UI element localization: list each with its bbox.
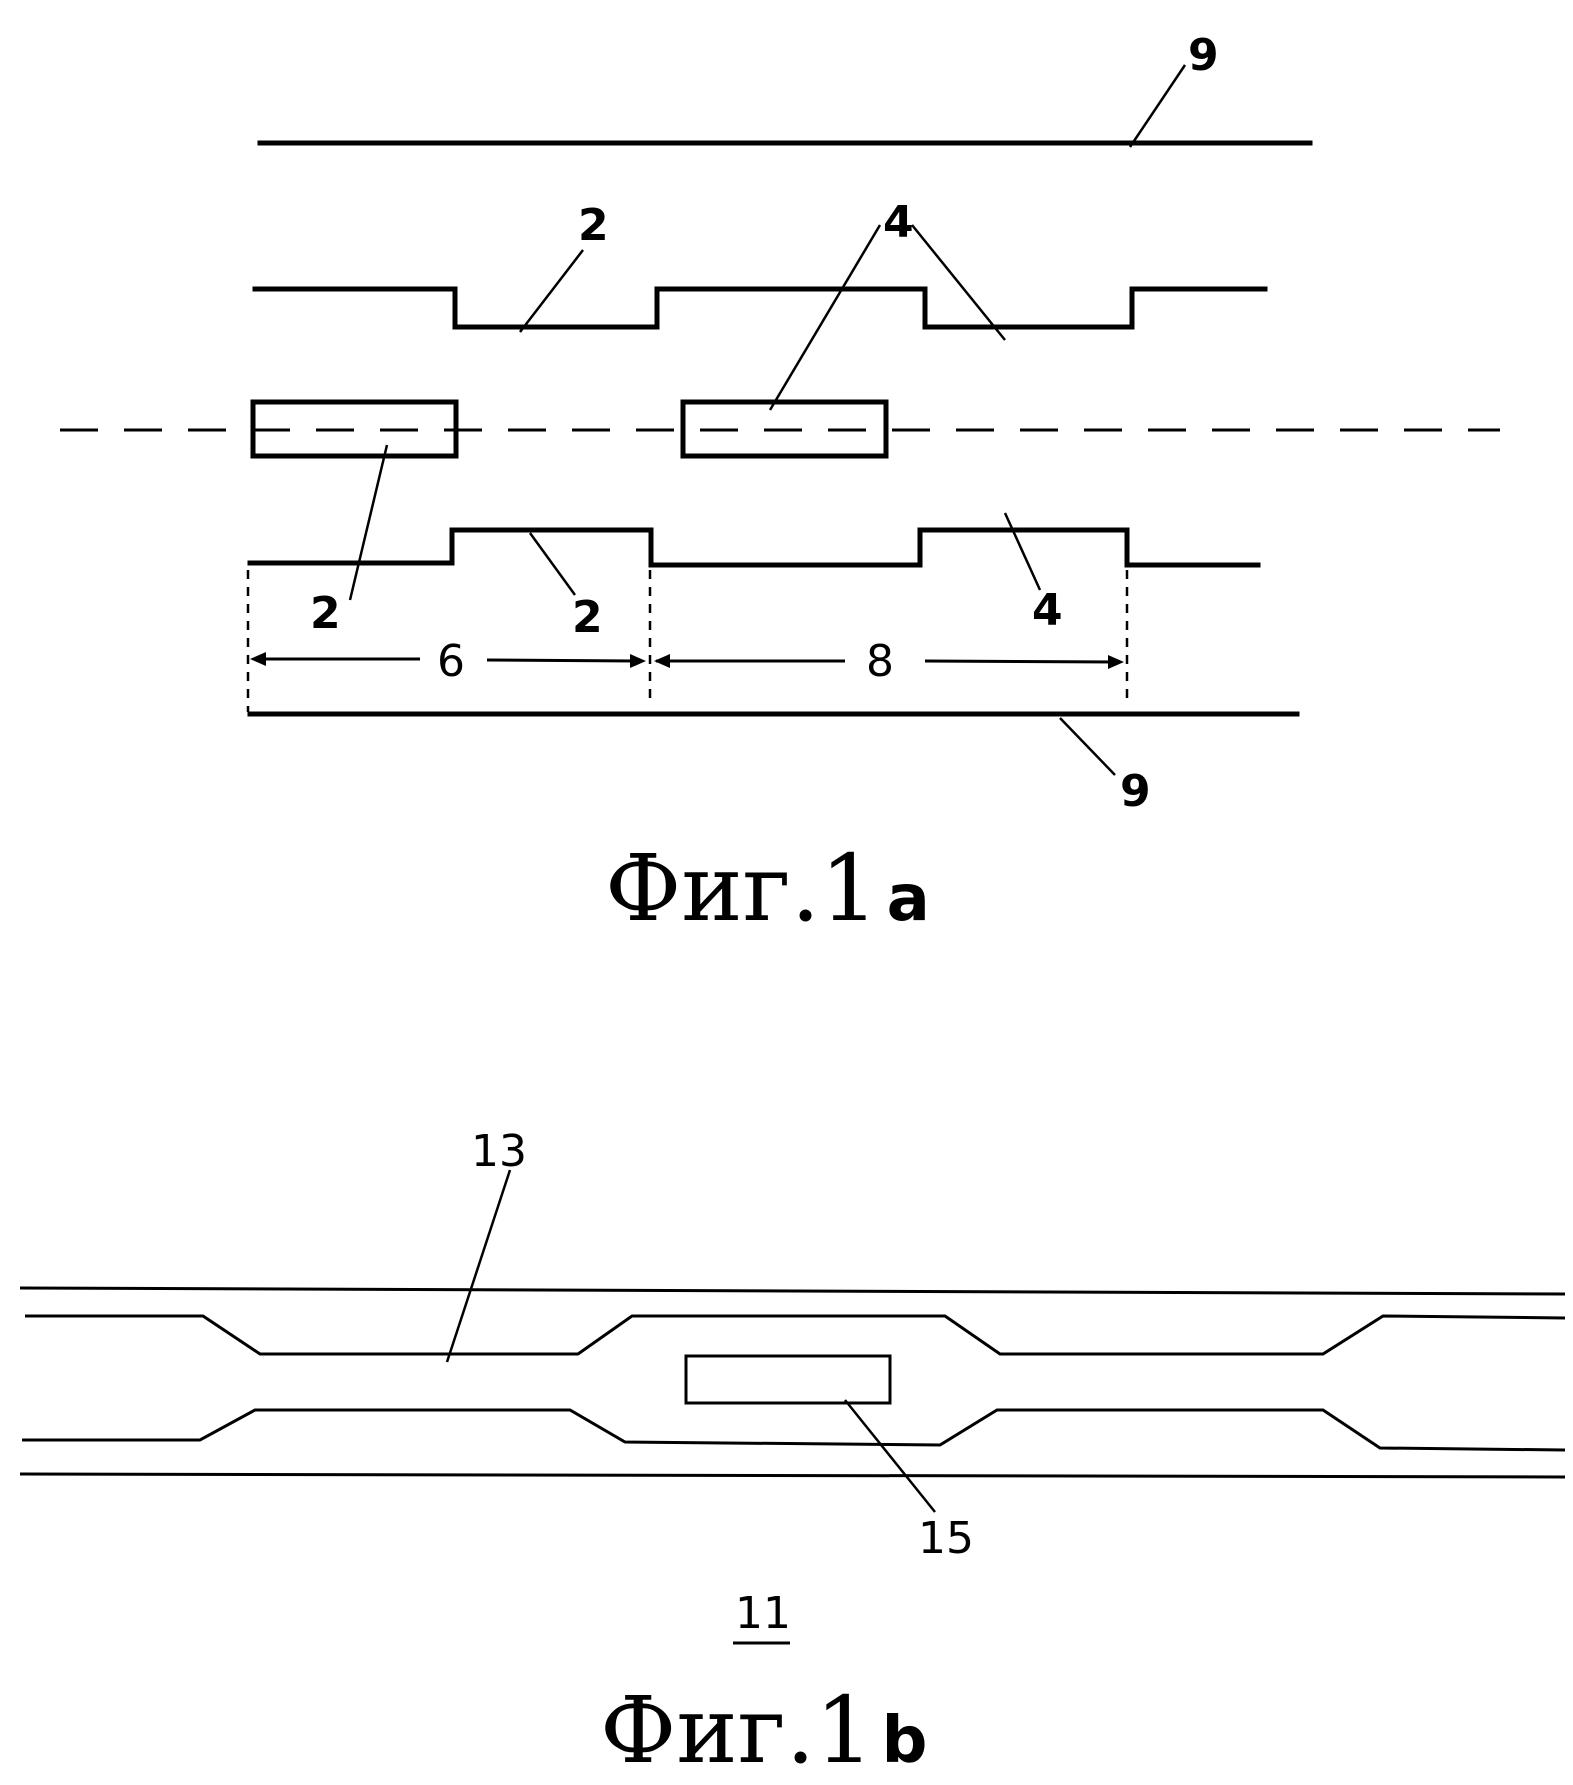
leader-15 bbox=[845, 1400, 935, 1512]
figure-1a-caption-suffix: a bbox=[887, 862, 930, 936]
label-9-bottom: 9 bbox=[1120, 766, 1151, 817]
dim-arrow-8-left bbox=[654, 654, 670, 668]
leader-9-bottom bbox=[1060, 718, 1115, 775]
dim-line-6-right-segment bbox=[487, 660, 640, 661]
outer-line-top bbox=[20, 1288, 1565, 1294]
inner-lower-tapered-edge bbox=[22, 1410, 1565, 1450]
dim-line-8-right-segment bbox=[925, 661, 1115, 662]
label-4-upper: 4 bbox=[883, 197, 914, 248]
label-2-lower-mid: 2 bbox=[572, 592, 603, 643]
label-4-lower: 4 bbox=[1032, 585, 1063, 636]
figure-1a: 9 2 4 2 2 4 6 8 9 Фиг.1a bbox=[60, 30, 1500, 942]
leader-2-left-rect bbox=[350, 445, 387, 600]
leader-4-lower bbox=[1005, 513, 1040, 590]
label-2-upper: 2 bbox=[578, 200, 609, 251]
lower-stepped-edge bbox=[250, 530, 1258, 565]
figure-1a-caption-prefix: Фиг.1 bbox=[605, 835, 879, 942]
figure-1b: 13 15 11 Фиг.1b bbox=[20, 1126, 1565, 1784]
inner-upper-tapered-edge bbox=[25, 1316, 1565, 1354]
label-13: 13 bbox=[471, 1126, 527, 1177]
label-11: 11 bbox=[735, 1588, 791, 1639]
rect-element-15 bbox=[686, 1356, 890, 1403]
leader-4-to-middle-rect bbox=[770, 225, 880, 410]
upper-stepped-edge bbox=[255, 289, 1265, 327]
leader-2-lower-mid bbox=[530, 533, 575, 595]
outer-line-bottom bbox=[20, 1474, 1565, 1477]
dim-arrow-6-left bbox=[250, 652, 266, 666]
figure-1b-caption: Фиг.1b bbox=[600, 1677, 927, 1784]
label-9-top: 9 bbox=[1188, 30, 1219, 81]
dim-label-6: 6 bbox=[437, 636, 465, 687]
leader-9-top bbox=[1130, 65, 1185, 147]
figure-1b-caption-prefix: Фиг.1 bbox=[600, 1677, 874, 1784]
leader-13 bbox=[447, 1170, 510, 1362]
dim-arrow-6-right bbox=[630, 654, 646, 668]
leader-2-upper bbox=[520, 250, 583, 332]
figure-1b-caption-suffix: b bbox=[882, 1704, 928, 1778]
label-15: 15 bbox=[918, 1513, 974, 1564]
label-2-lower-left: 2 bbox=[310, 588, 341, 639]
dim-label-8: 8 bbox=[866, 636, 894, 687]
figure-1a-caption: Фиг.1a bbox=[605, 835, 930, 942]
dim-arrow-8-right bbox=[1108, 655, 1124, 669]
